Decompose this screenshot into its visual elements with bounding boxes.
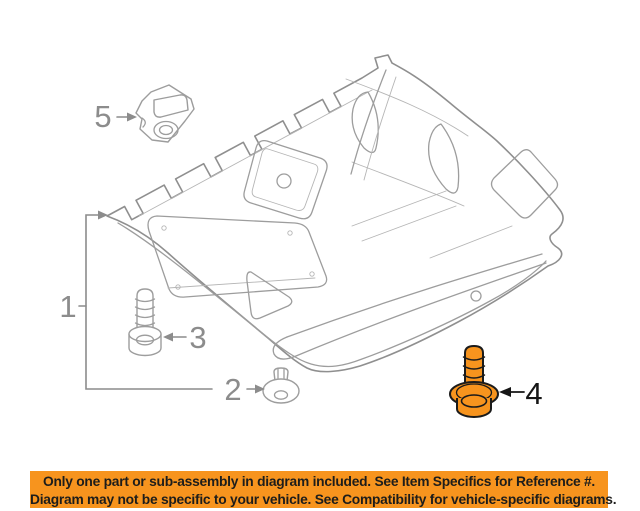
shield-left-panel-inner-line: [167, 277, 316, 289]
bolt4-thread: [462, 365, 486, 370]
callout-2-label[interactable]: 2: [224, 372, 241, 407]
shield-vent-blade: [427, 123, 460, 194]
socket-bolt-part-drawing[interactable]: [128, 288, 162, 357]
shield-right-panel: [490, 149, 559, 219]
callout-4[interactable]: 4: [499, 376, 543, 411]
shield-vent-frame: [351, 161, 465, 207]
callout-2[interactable]: 2: [224, 372, 265, 407]
arrow-icon: [499, 387, 511, 397]
bolt4-thread: [462, 356, 486, 361]
shield-bottom-channel: [272, 262, 547, 360]
clip-nut-ridge: [153, 94, 189, 118]
arrow-icon: [98, 210, 108, 220]
shield-hatch-line: [429, 225, 513, 259]
shield-hatch-line: [361, 205, 457, 242]
bolt3-socket: [135, 334, 155, 346]
splash-shield-drawing: [106, 54, 564, 373]
bolt3-thread: [134, 314, 156, 319]
clip-nut-part-drawing[interactable]: [135, 84, 195, 143]
callout-5[interactable]: 5: [94, 99, 137, 134]
clip-nut-hole-outer: [153, 120, 179, 140]
shield-rib: [363, 76, 397, 181]
callout-3-label[interactable]: 3: [189, 320, 206, 355]
bolt3-thread: [134, 306, 156, 311]
shield-hole: [470, 290, 482, 302]
disclaimer-banner: Only one part or sub-assembly in diagram…: [30, 471, 617, 508]
parts-diagram-canvas: 5 1 2 3 4: [59, 54, 564, 418]
bolt3-thread: [134, 298, 156, 303]
callout-1-bracket: [85, 214, 213, 390]
shield-inner-rim: [117, 222, 547, 368]
bolt4-thread: [462, 374, 486, 379]
disclaimer-line-1: Only one part or sub-assembly in diagram…: [42, 474, 595, 489]
shield-bottom-channel-upper: [286, 253, 543, 338]
bolt4-head-top: [460, 394, 488, 408]
shield-serration-inner-line: [138, 89, 373, 217]
grommet-part-drawing[interactable]: [262, 367, 300, 404]
shield-hole: [276, 173, 292, 189]
shield-vent-frame: [345, 78, 469, 137]
arrow-icon: [255, 384, 265, 394]
screw-hole: [287, 230, 293, 236]
bolt3-head-top: [128, 325, 162, 343]
grommet-hole: [273, 390, 289, 400]
callout-5-label[interactable]: 5: [94, 99, 111, 134]
screw-hole: [309, 271, 315, 277]
bolt3-thread: [134, 322, 156, 327]
screw-hole: [175, 284, 181, 290]
callout-3[interactable]: 3: [163, 320, 207, 355]
callout-4-label[interactable]: 4: [525, 376, 542, 411]
arrow-icon: [127, 112, 137, 122]
flange-bolt-part-highlighted[interactable]: [449, 345, 499, 418]
clip-nut-notch: [141, 117, 146, 128]
shield-triangle-vent: [246, 271, 293, 320]
disclaimer-line-2: Diagram may not be specific to your vehi…: [30, 491, 617, 507]
screw-hole: [161, 225, 167, 231]
callout-1[interactable]: 1: [59, 210, 213, 390]
shield-center-pocket: [243, 140, 328, 220]
shield-rib: [350, 69, 387, 175]
shield-hatch-line: [351, 190, 447, 227]
callout-1-label[interactable]: 1: [59, 289, 76, 324]
shield-center-pocket-inner: [251, 148, 319, 211]
shield-left-panel: [147, 215, 328, 298]
arrow-icon: [163, 332, 173, 342]
clip-nut-hole-inner: [158, 124, 174, 136]
